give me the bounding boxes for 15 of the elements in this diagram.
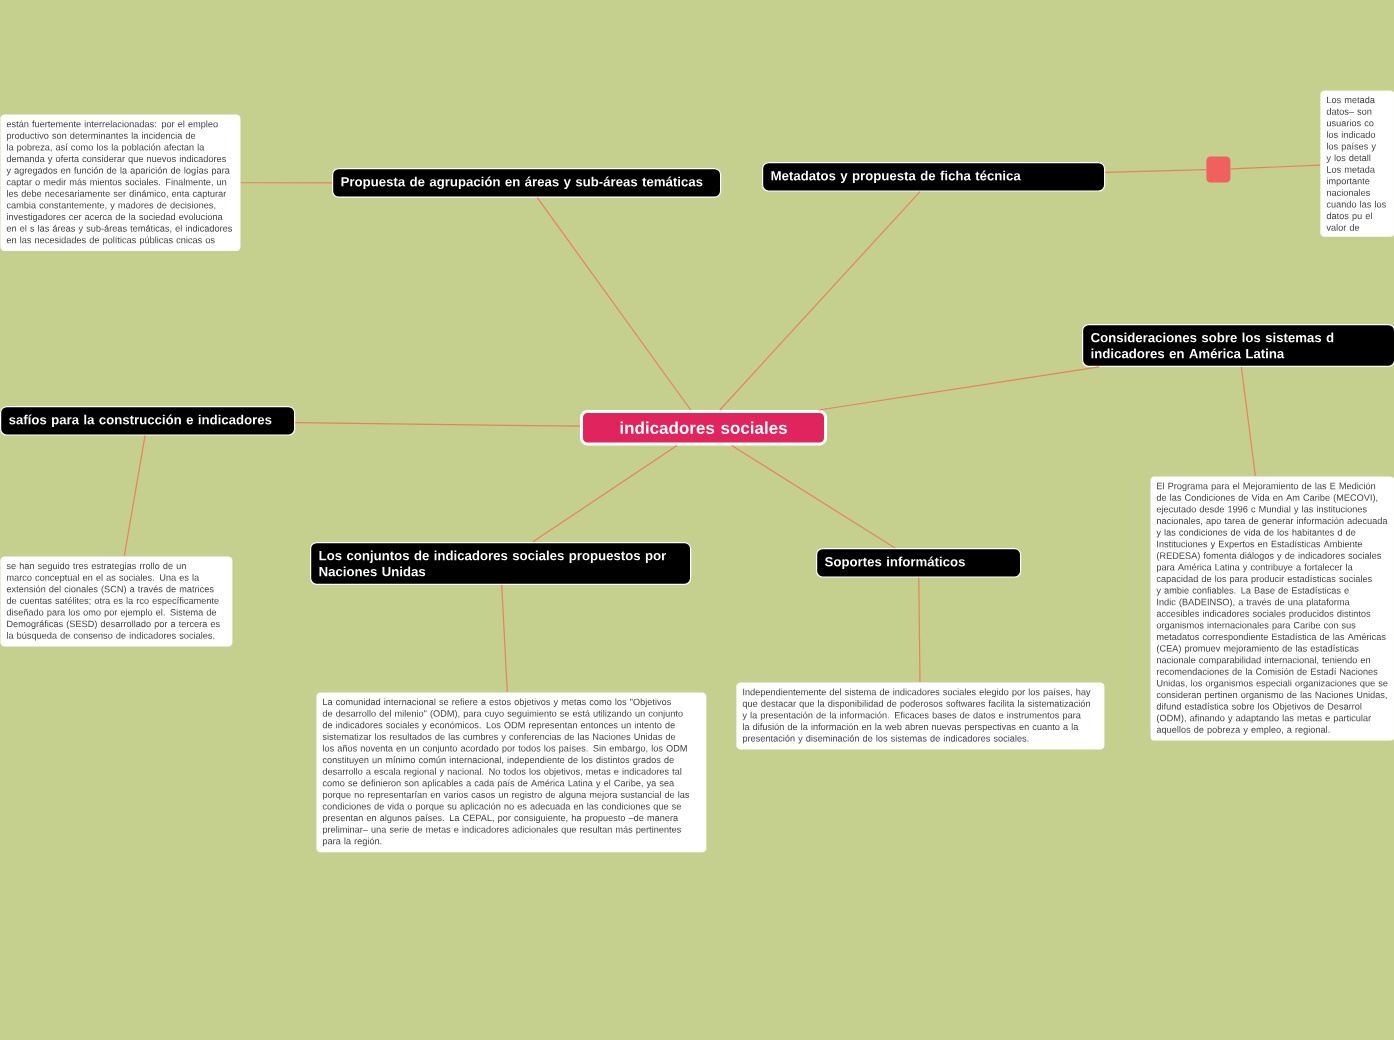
connector-line — [123, 435, 146, 557]
connector-line — [1240, 366, 1256, 477]
connector-line — [731, 444, 896, 549]
connector-line — [532, 444, 678, 543]
marker-square — [1206, 156, 1231, 183]
central-topic-box: indicadores sociales — [580, 410, 827, 446]
connector-line — [294, 422, 581, 427]
connector-line — [719, 191, 921, 411]
connector-line — [536, 197, 692, 411]
connector-line — [1104, 169, 1207, 173]
connector-line — [918, 577, 921, 683]
connector-line — [501, 584, 508, 693]
connector-line — [818, 366, 1100, 411]
connector-line — [1230, 164, 1321, 170]
connector-line — [240, 182, 333, 184]
